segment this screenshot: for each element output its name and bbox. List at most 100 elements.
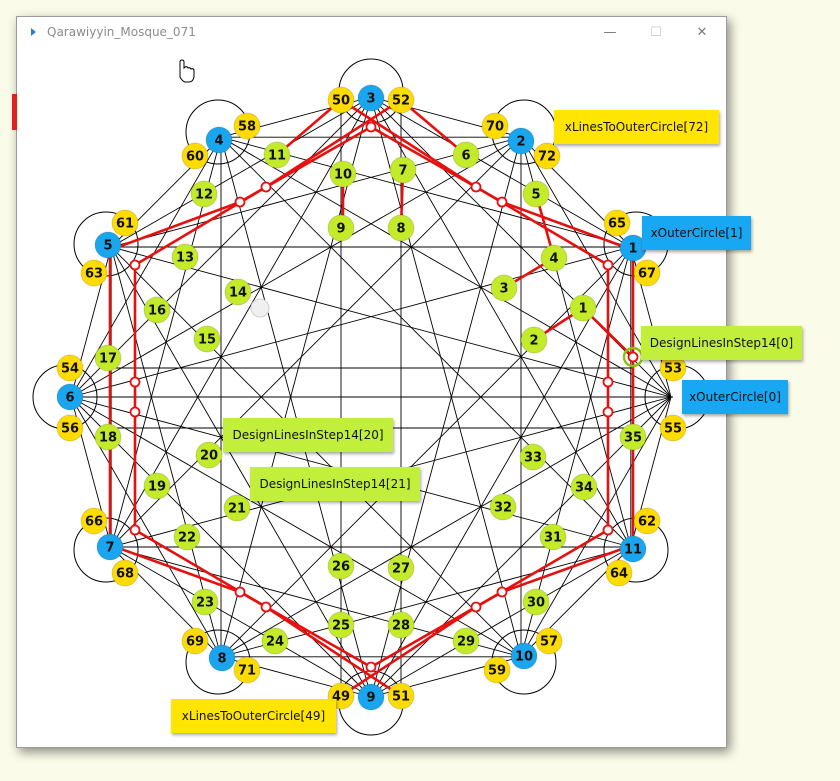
blue-node[interactable]: 9 xyxy=(357,683,385,711)
green-node[interactable]: 14 xyxy=(224,278,252,306)
yellow-node[interactable]: 50 xyxy=(327,86,355,114)
yellow-node[interactable]: 63 xyxy=(80,259,108,287)
green-node[interactable]: 12 xyxy=(190,180,218,208)
blue-node[interactable]: 7 xyxy=(96,533,124,561)
green-node[interactable]: 17 xyxy=(94,344,122,372)
yellow-node[interactable]: 55 xyxy=(659,414,687,442)
green-node[interactable]: 9 xyxy=(327,214,355,242)
green-node[interactable]: 6 xyxy=(452,141,480,169)
node-number: 8 xyxy=(217,652,226,667)
node-circle xyxy=(191,588,219,616)
yellow-node[interactable]: 60 xyxy=(181,142,209,170)
yellow-node[interactable]: 61 xyxy=(111,209,139,237)
yellow-node[interactable]: 58 xyxy=(233,112,261,140)
blue-node[interactable]: 3 xyxy=(357,84,385,112)
close-icon[interactable]: ✕ xyxy=(696,25,708,40)
drag-handle[interactable] xyxy=(250,298,270,318)
node-number: 49 xyxy=(332,690,350,705)
green-node[interactable]: 3 xyxy=(490,274,518,302)
green-node[interactable]: 21 xyxy=(223,494,251,522)
node-circle xyxy=(171,243,199,271)
green-node[interactable]: 19 xyxy=(143,472,171,500)
green-node[interactable]: 8 xyxy=(387,214,415,242)
blue-node[interactable]: 4 xyxy=(205,126,233,154)
title-bar[interactable]: Qarawiyyin_Mosque_071 — ☐ ✕ xyxy=(17,17,726,48)
label-x-outer-circle-0[interactable]: xOuterCircle[0] xyxy=(682,380,788,414)
blue-node[interactable]: 8 xyxy=(208,644,236,672)
green-node[interactable]: 20 xyxy=(195,441,223,469)
yellow-node[interactable]: 66 xyxy=(80,507,108,535)
green-node[interactable]: 33 xyxy=(519,443,547,471)
blue-node[interactable]: 10 xyxy=(510,642,538,670)
green-node[interactable]: 15 xyxy=(193,325,221,353)
green-node[interactable]: 5 xyxy=(522,180,550,208)
green-node[interactable]: 16 xyxy=(143,296,171,324)
yellow-node[interactable]: 56 xyxy=(56,414,84,442)
green-node[interactable]: 23 xyxy=(191,588,219,616)
yellow-node[interactable]: 68 xyxy=(111,559,139,587)
node-number: 66 xyxy=(85,515,103,530)
node-number: 50 xyxy=(332,94,350,109)
yellow-node[interactable]: 64 xyxy=(605,559,633,587)
green-node[interactable]: 27 xyxy=(387,554,415,582)
blue-node[interactable]: 11 xyxy=(619,535,647,563)
node-circle xyxy=(56,414,84,442)
yellow-node[interactable]: 51 xyxy=(387,682,415,710)
yellow-node[interactable]: 65 xyxy=(603,209,631,237)
green-node[interactable]: 11 xyxy=(263,141,291,169)
node-circle xyxy=(619,535,647,563)
yellow-node[interactable]: 71 xyxy=(233,656,261,684)
green-node[interactable]: 29 xyxy=(452,627,480,655)
label-x-lines-to-outer-circle-49[interactable]: xLinesToOuterCircle[49] xyxy=(171,699,336,733)
green-node[interactable]: 31 xyxy=(539,523,567,551)
node-circle xyxy=(261,627,289,655)
green-node[interactable]: 30 xyxy=(522,588,550,616)
label-x-lines-to-outer-circle-72[interactable]: xLinesToOuterCircle[72] xyxy=(554,110,719,144)
node-number: 3 xyxy=(499,282,508,297)
blue-node[interactable]: 6 xyxy=(56,383,84,411)
green-node[interactable]: 10 xyxy=(329,160,357,188)
yellow-node[interactable]: 59 xyxy=(483,656,511,684)
node-number: 35 xyxy=(624,431,642,446)
green-node[interactable]: 4 xyxy=(540,244,568,272)
label-x-outer-circle-1[interactable]: xOuterCircle[1] xyxy=(642,216,751,250)
node-number: 69 xyxy=(186,635,204,650)
green-node[interactable]: 22 xyxy=(173,523,201,551)
yellow-node[interactable]: 54 xyxy=(56,354,84,382)
green-node[interactable]: 2 xyxy=(520,326,548,354)
green-node[interactable]: 25 xyxy=(327,611,355,639)
yellow-node[interactable]: 52 xyxy=(387,86,415,114)
maximize-icon[interactable]: ☐ xyxy=(650,25,662,40)
label-design-lines-step14-20[interactable]: DesignLinesInStep14[20] xyxy=(223,418,393,452)
yellow-node[interactable]: 57 xyxy=(535,627,563,655)
green-node[interactable]: 1 xyxy=(569,294,597,322)
yellow-node[interactable]: 67 xyxy=(633,259,661,287)
green-node[interactable]: 34 xyxy=(570,473,598,501)
green-node[interactable]: 28 xyxy=(387,611,415,639)
green-node[interactable]: 7 xyxy=(389,156,417,184)
blue-node[interactable]: 2 xyxy=(507,127,535,155)
yellow-node[interactable]: 70 xyxy=(481,112,509,140)
construction-line xyxy=(370,137,522,698)
yellow-node[interactable]: 69 xyxy=(181,627,209,655)
green-node[interactable]: 13 xyxy=(171,243,199,271)
green-node[interactable]: 24 xyxy=(261,627,289,655)
yellow-node[interactable]: 53 xyxy=(659,354,687,382)
green-node[interactable]: 26 xyxy=(327,552,355,580)
minimize-icon[interactable]: — xyxy=(603,25,617,40)
node-circle xyxy=(181,142,209,170)
blue-node[interactable]: 5 xyxy=(94,231,122,259)
node-number: 17 xyxy=(99,352,117,367)
yellow-node[interactable]: 72 xyxy=(533,142,561,170)
label-design-lines-step14-21[interactable]: DesignLinesInStep14[21] xyxy=(250,467,420,501)
node-circle xyxy=(56,354,84,382)
yellow-node[interactable]: 62 xyxy=(633,507,661,535)
design-line xyxy=(276,99,342,156)
label-design-lines-step14-0[interactable]: DesignLinesInStep14[0] xyxy=(641,326,802,360)
construction-line xyxy=(70,136,522,398)
green-node[interactable]: 35 xyxy=(619,423,647,451)
green-node[interactable]: 32 xyxy=(489,493,517,521)
green-node[interactable]: 18 xyxy=(94,423,122,451)
